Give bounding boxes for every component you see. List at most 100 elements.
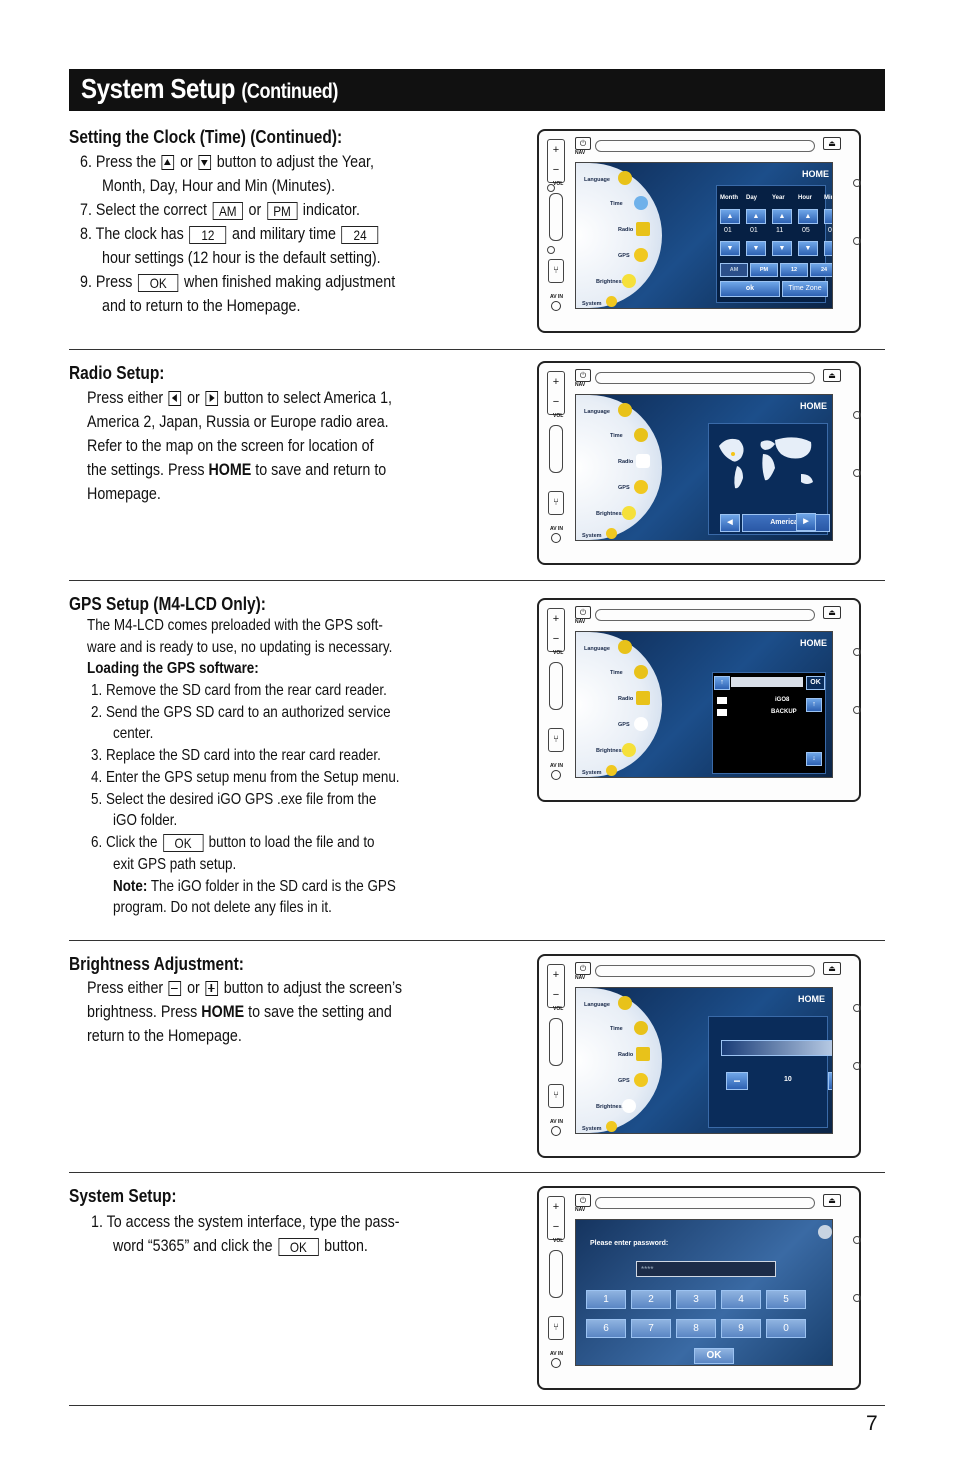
usb-icon: ⑂ [548,728,564,752]
gps-note: Note: The iGO folder in the SD card is t… [113,878,396,895]
password-input[interactable]: **** [636,1261,776,1277]
keypad-key[interactable]: 6 [586,1319,626,1338]
clock-step-6-cont: Month, Day, Hour and Min (Minutes). [102,176,336,195]
footer-divider [69,1405,885,1406]
menu-system: System [582,533,602,539]
mode-button[interactable]: 24 [810,263,832,277]
mode-button[interactable]: PM [750,263,778,277]
avin-label: AV IN [550,294,563,300]
indicator-dot [853,411,861,419]
nav-label: NAV [575,975,586,981]
vol-label: VOL [553,181,564,187]
menu-time: Time [610,1026,623,1032]
keypad-key[interactable]: 1 [586,1290,626,1309]
eject-icon: ⏏ [823,606,841,619]
mode-button[interactable]: AM [720,263,748,277]
page-title-bar: System Setup (Continued) [69,69,885,111]
menu-time: Time [610,670,623,676]
brightness-slider[interactable] [721,1040,832,1056]
brightness-line-3: return to the Homepage. [87,1026,242,1045]
ok-button[interactable]: OK [694,1348,734,1364]
power-icon: ⏻ [575,369,591,382]
keypad-key[interactable]: 2 [631,1290,671,1309]
sd-slot [549,1018,563,1066]
increment-button[interactable]: ▲ [772,209,792,224]
gps-note-cont: program. Do not delete any files in it. [113,899,332,916]
gps-icon [634,480,648,494]
menu-radio: Radio [618,459,634,465]
minus-button[interactable]: − [726,1072,748,1090]
keypad-key[interactable]: 5 [766,1290,806,1309]
path-input[interactable] [731,677,803,687]
brightness-line-2: brightness. Press HOME to save the setti… [87,1002,392,1021]
sd-slot [549,425,563,473]
radio-icon [636,222,650,236]
eject-icon: ⏏ [823,1194,841,1207]
setup-menu: Language Time Radio GPS Brightness Syste… [576,395,662,540]
keypad-key[interactable]: 3 [676,1290,716,1309]
indicator-dot [547,246,555,254]
file-item[interactable]: iGO8 [775,697,790,703]
decrement-button[interactable]: ▼ [772,241,792,256]
indicator-dot [853,1294,861,1302]
avin-label: AV IN [550,763,563,769]
gps-section-title: GPS Setup (M4-LCD Only): [69,594,266,614]
gps-step-6-cont: exit GPS path setup. [113,856,237,873]
language-icon [618,996,632,1010]
keypad-key[interactable]: 4 [721,1290,761,1309]
disc-slot [595,372,815,384]
sun-icon [622,1099,636,1113]
decrement-button[interactable]: ▼ [798,241,818,256]
decrement-button[interactable]: ▼ [824,241,832,256]
device-brightness: ⏻ NAV ⏏ +− VOL ⑂ AV IN Language Time Rad… [537,954,861,1158]
left-arrow-button[interactable]: ◀ [720,514,740,532]
home-button[interactable]: HOME [800,401,827,411]
indicator-dot [853,179,861,187]
ok-button[interactable]: ok [720,281,780,297]
clock-icon [634,196,648,210]
gps-subtitle: Loading the GPS software: [87,660,259,677]
home-button[interactable]: HOME [798,994,825,1004]
ok-button[interactable]: OK [806,676,825,690]
folder-icon [717,697,727,704]
keypad-key[interactable]: 9 [721,1319,761,1338]
increment-button[interactable]: ▲ [720,209,740,224]
clock-icon [634,665,648,679]
indicator-dot [547,184,555,192]
clock-value: 01 [724,227,732,234]
scroll-down-button[interactable]: ↓ [806,752,822,766]
increment-button[interactable]: ▲ [798,209,818,224]
gear-icon [606,296,617,307]
language-icon [618,171,632,185]
keypad-key[interactable]: 8 [676,1319,716,1338]
radio-section-title: Radio Setup: [69,363,165,383]
gps-icon [634,717,648,731]
home-button[interactable]: HOME [802,169,829,179]
plus-button[interactable]: + [828,1072,832,1090]
indicator-dot [853,1236,861,1244]
mode-button[interactable]: 12 [780,263,808,277]
up-arrow-button[interactable]: ↑ [714,676,730,690]
decrement-button[interactable]: ▼ [720,241,740,256]
clock-column-header: Month [720,195,738,201]
scroll-up-button[interactable]: ↑ [806,698,822,712]
keypad-key[interactable]: 7 [631,1319,671,1338]
back-icon[interactable] [818,1225,832,1239]
region-display: America1 [742,514,830,532]
right-arrow-button[interactable]: ▶ [796,513,816,531]
12-hour-key: 12 [189,225,227,244]
volume-rocker: +− [547,371,565,415]
clock-step-7: 7. Select the correct AM or PM indicator… [80,200,360,220]
clock-value: 01 [750,227,758,234]
volume-rocker: +− [547,1196,565,1240]
increment-button[interactable]: ▲ [824,209,832,224]
time-zone-button[interactable]: Time Zone [782,281,828,297]
file-item[interactable]: BACKUP [771,709,797,715]
home-button[interactable]: HOME [800,638,827,648]
decrement-button[interactable]: ▼ [746,241,766,256]
keypad-key[interactable]: 0 [766,1319,806,1338]
clock-column-header: Day [746,195,758,201]
brightness-section-title: Brightness Adjustment: [69,954,244,974]
increment-button[interactable]: ▲ [746,209,766,224]
